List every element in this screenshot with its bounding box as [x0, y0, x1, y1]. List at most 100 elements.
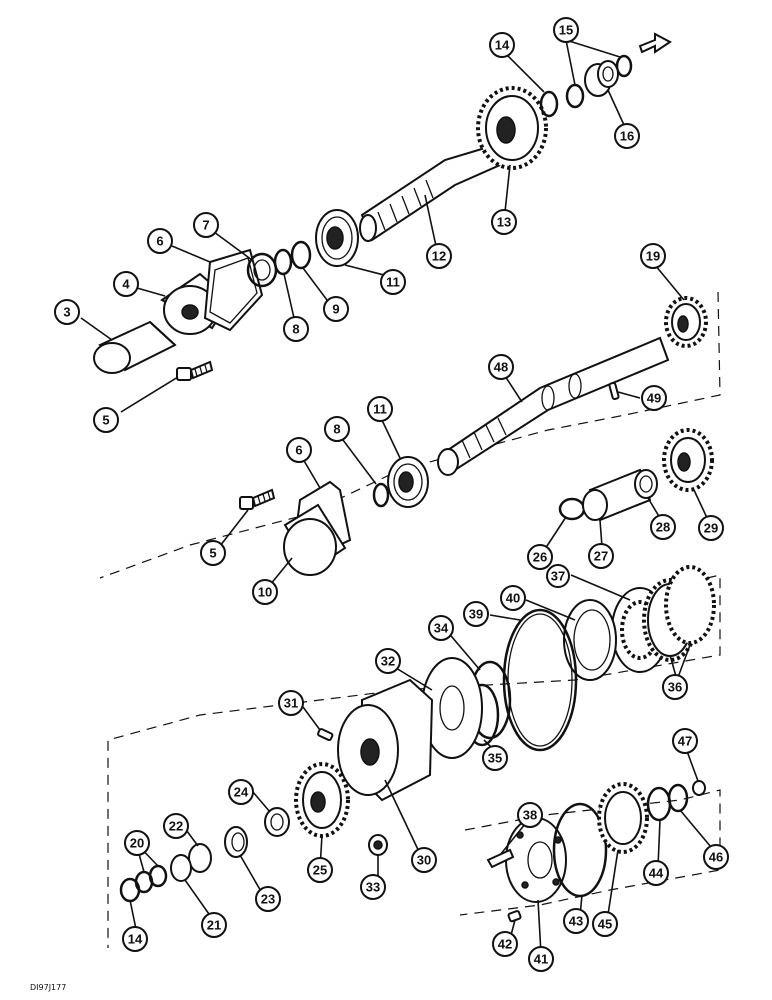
- callout-3: 3: [54, 299, 80, 325]
- callout-6-middle: 6: [286, 437, 312, 463]
- svg-text:8: 8: [333, 422, 340, 437]
- callout-12: 12: [426, 243, 452, 269]
- callout-39: 39: [463, 601, 489, 627]
- svg-text:11: 11: [373, 402, 387, 417]
- callout-48: 48: [488, 354, 514, 380]
- svg-text:36: 36: [668, 680, 682, 695]
- drawing-code: DI97J177: [30, 983, 66, 992]
- svg-text:5: 5: [209, 546, 216, 561]
- plate-part-40: [563, 599, 617, 681]
- svg-text:47: 47: [678, 734, 692, 749]
- svg-text:5: 5: [102, 413, 109, 428]
- svg-text:16: 16: [620, 129, 634, 144]
- callout-41: 41: [528, 946, 554, 972]
- stud-part-42: [507, 910, 522, 923]
- svg-text:12: 12: [432, 249, 446, 264]
- svg-text:6: 6: [295, 443, 302, 458]
- svg-text:10: 10: [258, 585, 272, 600]
- callout-8-middle: 8: [324, 416, 350, 442]
- svg-text:19: 19: [646, 249, 660, 264]
- svg-text:6: 6: [156, 234, 163, 249]
- snap-ring-part-14-upper: [539, 90, 559, 118]
- callout-29: 29: [698, 515, 724, 541]
- gear-part-45: [597, 782, 649, 854]
- callout-14: 14: [489, 32, 515, 58]
- callout-26: 26: [527, 544, 553, 570]
- callout-21: 21: [201, 912, 227, 938]
- svg-text:45: 45: [598, 917, 612, 932]
- svg-text:3: 3: [63, 305, 70, 320]
- shim-part-9: [290, 240, 312, 270]
- bearing-part-11-middle: [387, 456, 429, 508]
- needle-bearing-part-22: [188, 843, 212, 873]
- svg-text:48: 48: [494, 360, 508, 375]
- callout-15: 15: [553, 17, 579, 43]
- stud-part-38: [486, 848, 515, 869]
- svg-text:7: 7: [202, 218, 209, 233]
- callout-16: 16: [614, 123, 640, 149]
- callout-11: 11: [380, 269, 406, 295]
- callout-13: 13: [491, 209, 517, 235]
- bushing-part-23: [224, 826, 248, 858]
- bushing-part-47: [692, 780, 706, 796]
- bolt-part-5-middle: [239, 488, 276, 510]
- callout-20: 20: [124, 830, 150, 856]
- callout-34: 34: [428, 615, 454, 641]
- shim-part-8-upper: [273, 248, 293, 276]
- bolt-part-5-upper: [176, 360, 214, 381]
- callout-5: 5: [93, 407, 119, 433]
- callout-46: 46: [703, 844, 729, 870]
- callout-10: 10: [252, 579, 278, 605]
- callout-42: 42: [492, 931, 518, 957]
- svg-text:25: 25: [313, 863, 327, 878]
- callout-14-lower: 14: [122, 926, 148, 952]
- svg-text:34: 34: [434, 621, 449, 636]
- callout-5-middle: 5: [200, 540, 226, 566]
- gear-part-29: [662, 428, 714, 492]
- callout-25: 25: [307, 857, 333, 883]
- svg-text:41: 41: [534, 952, 548, 967]
- callout-44: 44: [643, 860, 669, 886]
- piston-part-32: [421, 657, 483, 759]
- svg-text:43: 43: [569, 914, 583, 929]
- svg-text:30: 30: [417, 853, 431, 868]
- svg-text:15: 15: [559, 23, 573, 38]
- callout-47: 47: [672, 728, 698, 754]
- callout-38: 38: [517, 802, 543, 828]
- callout-49: 49: [641, 385, 667, 411]
- callout-8: 8: [283, 316, 309, 342]
- callout-30: 30: [411, 847, 437, 873]
- snap-ring-part-14-lower: [119, 877, 141, 903]
- race-part-21: [170, 854, 192, 882]
- svg-text:4: 4: [122, 277, 130, 292]
- shaft-part-12: [359, 143, 502, 242]
- callout-31: 31: [278, 690, 304, 716]
- shim-part-8-middle: [372, 482, 390, 508]
- callout-22: 22: [163, 813, 189, 839]
- spring-ring-part-39: [502, 608, 578, 752]
- svg-text:46: 46: [709, 850, 723, 865]
- svg-text:35: 35: [488, 751, 502, 766]
- thrust-washer-part-44: [646, 786, 672, 822]
- direction-arrow-icon: [638, 32, 672, 54]
- svg-text:42: 42: [498, 937, 512, 952]
- callout-4: 4: [113, 271, 139, 297]
- svg-text:13: 13: [497, 215, 511, 230]
- callout-32: 32: [375, 648, 401, 674]
- clutch-housing-part-30: [337, 678, 434, 802]
- callout-40: 40: [500, 585, 526, 611]
- callout-6: 6: [147, 228, 173, 254]
- gasket-part-6-upper: [203, 248, 264, 332]
- svg-text:8: 8: [292, 322, 299, 337]
- callout-19: 19: [640, 243, 666, 269]
- svg-text:22: 22: [169, 819, 183, 834]
- callout-23: 23: [255, 886, 281, 912]
- svg-text:40: 40: [506, 591, 520, 606]
- svg-text:27: 27: [594, 549, 608, 564]
- svg-text:38: 38: [523, 808, 537, 823]
- svg-text:23: 23: [261, 892, 275, 907]
- callout-11-middle: 11: [367, 396, 393, 422]
- svg-text:44: 44: [649, 866, 664, 881]
- pin-part-49: [608, 381, 620, 401]
